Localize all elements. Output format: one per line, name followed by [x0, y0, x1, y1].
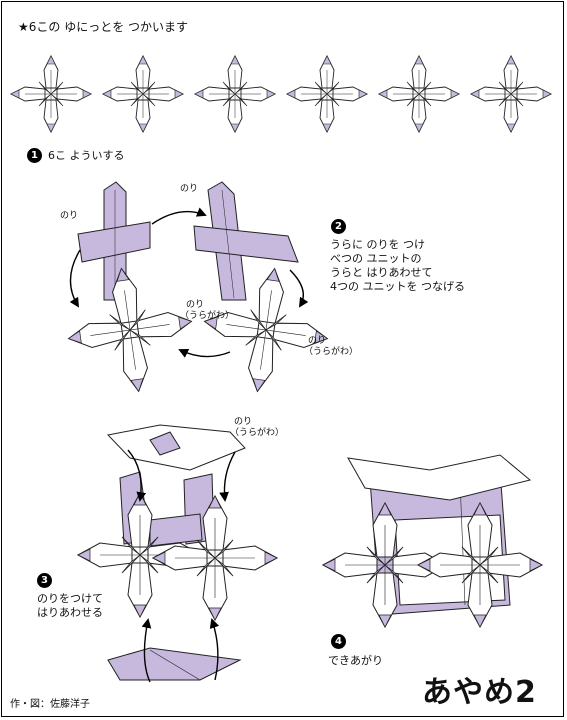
credit: 作・図：佐藤洋子	[10, 699, 90, 710]
step1-number: 1	[27, 148, 42, 163]
arrow3-a	[127, 449, 147, 502]
step2-line-1: うらに のりを つけ	[330, 238, 425, 251]
step3-middle-stand	[119, 471, 215, 547]
arrow-right	[289, 269, 309, 308]
glue-label-5: のり	[234, 417, 253, 427]
header-title: ★6この ゆにっとを つかいます	[18, 20, 189, 34]
step3-number: 3	[37, 573, 52, 588]
step4-text: できあがり	[328, 654, 383, 667]
unit-5	[378, 55, 460, 133]
step2-line-2: べつの ユニットの	[330, 252, 422, 265]
step3-right-flower	[152, 495, 278, 621]
step2-unit-bottom-right	[195, 259, 337, 401]
arrow3-b	[219, 451, 236, 502]
unit-3	[194, 55, 276, 133]
glue-label-4: のり	[308, 336, 327, 346]
step1-text: 6こ よういする	[48, 149, 125, 162]
step2-unit-top-left	[77, 181, 151, 301]
step2-unit-top-right	[193, 181, 299, 301]
glue-label-3: のり	[186, 300, 205, 310]
step2-number: 2	[331, 219, 346, 234]
step3-line-1: のりをつけて	[37, 592, 103, 605]
glue-label-2: のり	[180, 184, 199, 194]
step4-number: 4	[331, 634, 346, 649]
unit-2	[102, 55, 184, 133]
step2-unit-bottom-left	[59, 259, 201, 401]
finished-model	[322, 454, 543, 628]
glue-back-label-4: （うらがわ）	[304, 347, 359, 357]
step3-bottom-piece	[107, 647, 242, 681]
model-title: あやめ2	[422, 675, 537, 710]
step2-line-4: 4つの ユニットを つなげる	[330, 280, 465, 293]
unit-1	[10, 55, 92, 133]
glue-back-label-5: （うらがわ）	[230, 428, 285, 438]
step3-top-flower	[107, 424, 246, 471]
arrow3-c	[141, 618, 152, 683]
glue-label-1: のり	[60, 211, 79, 221]
arrow-bottom	[178, 348, 231, 358]
arrow3-d	[209, 618, 220, 681]
step3-line-2: はりあわせる	[37, 606, 103, 619]
arrow-left	[69, 249, 81, 308]
unit-4	[286, 55, 368, 133]
unit-6	[470, 55, 552, 133]
arrow-top	[151, 207, 207, 225]
glue-back-label-3: （うらがわ）	[180, 311, 235, 321]
step2-line-3: うらと はりあわせて	[330, 266, 433, 279]
